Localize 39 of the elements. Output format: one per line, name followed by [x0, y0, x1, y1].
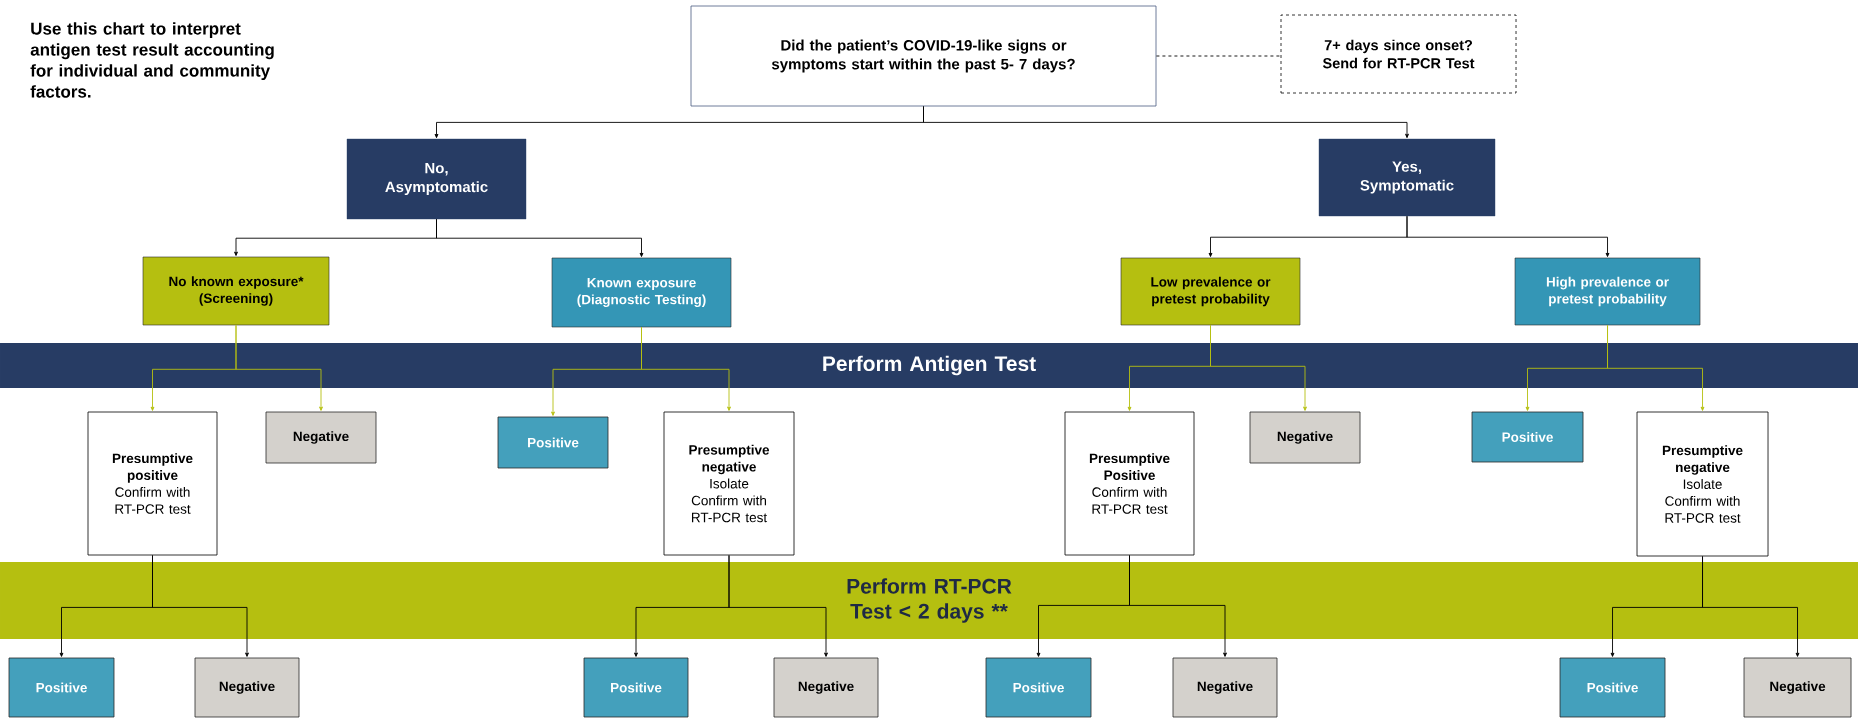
result-box: Positive: [8, 657, 115, 718]
result-box: Positive: [1559, 657, 1666, 718]
decision-box: Yes, Symptomatic: [1318, 138, 1496, 217]
arrow: [641, 326, 731, 411]
arrow: [436, 218, 644, 257]
banner: Perform RT-PCR Test < 2 days **: [0, 562, 1858, 639]
note-box: 7+ days since onset? Send for RT-PCR Test: [1280, 14, 1517, 94]
result-box: Negative: [773, 657, 879, 718]
arrow: [923, 105, 1409, 139]
result-box: Positive: [583, 657, 689, 718]
result-box: Negative: [1249, 411, 1361, 464]
question-box: Did the patient’s COVID-19-like signs or symptoms start within the past 5- 7 days?: [690, 5, 1157, 107]
category-box: Low prevalence or pretest probability: [1120, 257, 1301, 326]
result-box: Negative: [194, 657, 300, 718]
arrow: [1702, 555, 1800, 657]
result-box: Positive: [497, 416, 609, 469]
arrow: [152, 554, 249, 657]
banner: Perform Antigen Test: [0, 343, 1858, 388]
instruction-box: Presumptive negative Isolate Confirm with RT-PCR test: [1636, 411, 1769, 557]
note-text: Use this chart to interpret antigen test result accounting for individual and community factors.: [30, 22, 274, 98]
instruction-box: Presumptive Positive Confirm with RT-PCR test: [1064, 411, 1195, 556]
arrow: [1607, 324, 1705, 411]
instruction-box: Presumptive positive Confirm with RT-PCR test: [87, 411, 218, 556]
arrow: [1129, 554, 1227, 657]
arrow: [1210, 324, 1307, 411]
category-box: High prevalence or pretest probability: [1514, 257, 1701, 326]
instruction-box: Presumptive negative Isolate Confirm with RT-PCR test: [663, 411, 795, 556]
result-box: Positive: [985, 657, 1092, 718]
arrow: [728, 554, 828, 657]
result-box: Positive: [1471, 411, 1584, 463]
result-box: Negative: [1172, 657, 1278, 718]
category-box: Known exposure (Diagnostic Testing): [551, 257, 732, 328]
result-box: Negative: [1743, 657, 1852, 718]
arrow: [1406, 215, 1610, 257]
result-box: Negative: [265, 411, 377, 464]
category-box: No known exposure* (Screening): [142, 256, 330, 326]
arrow: [235, 324, 323, 411]
connector-line: [1155, 55, 1282, 57]
decision-box: No, Asymptomatic: [346, 138, 527, 220]
